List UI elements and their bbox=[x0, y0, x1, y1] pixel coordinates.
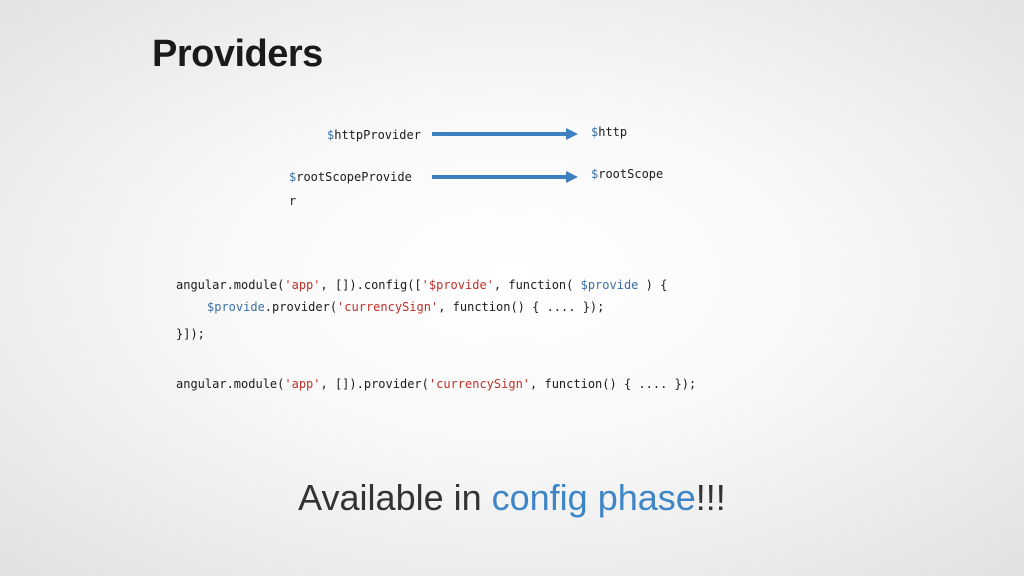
code-string: 'currencySign' bbox=[428, 377, 531, 391]
slide-title: Providers bbox=[152, 33, 323, 75]
footer-prefix: Available in bbox=[298, 477, 492, 518]
code-string: 'app' bbox=[284, 377, 321, 391]
code-line-1: angular.module('app', []).config(['$prov… bbox=[176, 278, 667, 292]
arrow-icon bbox=[432, 171, 578, 183]
code-text: angular.module( bbox=[176, 377, 285, 391]
target-name: rootScope bbox=[598, 167, 664, 181]
code-text: .provider( bbox=[264, 300, 338, 314]
arrow-icon bbox=[432, 128, 578, 140]
target-name: http bbox=[598, 125, 628, 139]
rootscope-provider-wrap: r bbox=[289, 194, 297, 208]
footer-suffix: !!! bbox=[695, 477, 726, 518]
code-line-4: angular.module('app', []).provider('curr… bbox=[176, 377, 696, 391]
code-string: 'currencySign' bbox=[337, 300, 439, 314]
source-name: rootScopeProvide bbox=[296, 170, 412, 184]
code-text: , function() { .... }); bbox=[530, 377, 697, 391]
http-provider-label: $httpProvider bbox=[327, 128, 421, 142]
sigil: $ bbox=[591, 125, 599, 139]
footer-statement: Available in config phase!!! bbox=[0, 477, 1024, 519]
footer-highlight: config phase bbox=[491, 477, 696, 518]
code-string: '$provide' bbox=[421, 278, 494, 292]
sigil: $ bbox=[591, 167, 599, 181]
code-text: , []).provider( bbox=[320, 377, 429, 391]
http-service-label: $http bbox=[591, 125, 627, 139]
code-string: 'app' bbox=[284, 278, 321, 292]
code-text: , function() { .... }); bbox=[438, 300, 605, 314]
code-text: , function( bbox=[493, 278, 581, 292]
source-name: httpProvider bbox=[334, 128, 421, 142]
code-variable: $provide bbox=[207, 300, 265, 314]
code-text: ) { bbox=[638, 278, 668, 292]
code-text: , []).config([ bbox=[320, 278, 422, 292]
code-text: angular.module( bbox=[176, 278, 285, 292]
code-text: }]); bbox=[176, 327, 205, 341]
sigil: $ bbox=[289, 170, 297, 184]
rootscope-service-label: $rootScope bbox=[591, 167, 663, 181]
code-line-3: }]); bbox=[176, 327, 205, 341]
rootscope-provider-label: $rootScopeProvide bbox=[289, 170, 412, 184]
code-line-2: $provide.provider('currencySign', functi… bbox=[207, 300, 604, 314]
sigil: $ bbox=[327, 128, 335, 142]
code-variable: $provide bbox=[580, 278, 639, 292]
